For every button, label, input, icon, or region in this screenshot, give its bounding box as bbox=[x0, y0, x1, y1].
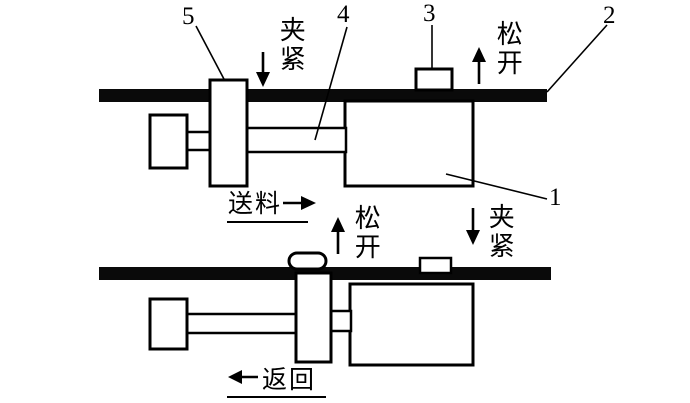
leader-line-1 bbox=[445, 173, 548, 200]
strip-top bbox=[99, 89, 547, 102]
part-label-5: 5 bbox=[182, 3, 195, 30]
clamp-block-top bbox=[208, 78, 249, 188]
release-up-arrow-top bbox=[472, 47, 486, 84]
annotation-feed: 送料 bbox=[228, 190, 283, 218]
part-label-2: 2 bbox=[603, 2, 616, 29]
piston-rod-top bbox=[184, 130, 214, 152]
clamp-down-arrow-mid bbox=[466, 208, 480, 245]
cylinder-top bbox=[148, 113, 189, 170]
clamp-block-bottom bbox=[294, 271, 333, 364]
clamp-nub-oval bbox=[287, 251, 328, 271]
stop-block-bottom bbox=[418, 256, 453, 275]
slider-block-top bbox=[343, 99, 475, 188]
piston-rod-bottom bbox=[184, 312, 300, 335]
part-label-3: 3 bbox=[423, 0, 436, 27]
stop-block-top bbox=[414, 67, 454, 92]
return-left-arrow bbox=[228, 370, 258, 384]
feed-right-arrow bbox=[283, 196, 316, 210]
part-label-1: 1 bbox=[549, 184, 562, 211]
annotation-clamp-top: 夹紧 bbox=[276, 16, 307, 74]
clamp-down-arrow-top bbox=[256, 52, 270, 87]
leader-line-5 bbox=[195, 25, 226, 82]
annotation-release-top: 松开 bbox=[493, 20, 524, 78]
leader-line-4 bbox=[314, 26, 348, 141]
annotation-release-mid: 松开 bbox=[351, 204, 382, 262]
annotation-clamp-mid: 夹紧 bbox=[485, 203, 516, 261]
cylinder-bottom bbox=[148, 297, 189, 351]
connecting-rod-top bbox=[244, 126, 348, 154]
annotation-return: 返回 bbox=[262, 366, 317, 394]
slider-block-bottom bbox=[348, 282, 475, 367]
part-label-4: 4 bbox=[337, 1, 350, 28]
release-up-arrow-mid bbox=[331, 217, 345, 254]
leader-line-2 bbox=[546, 24, 608, 93]
